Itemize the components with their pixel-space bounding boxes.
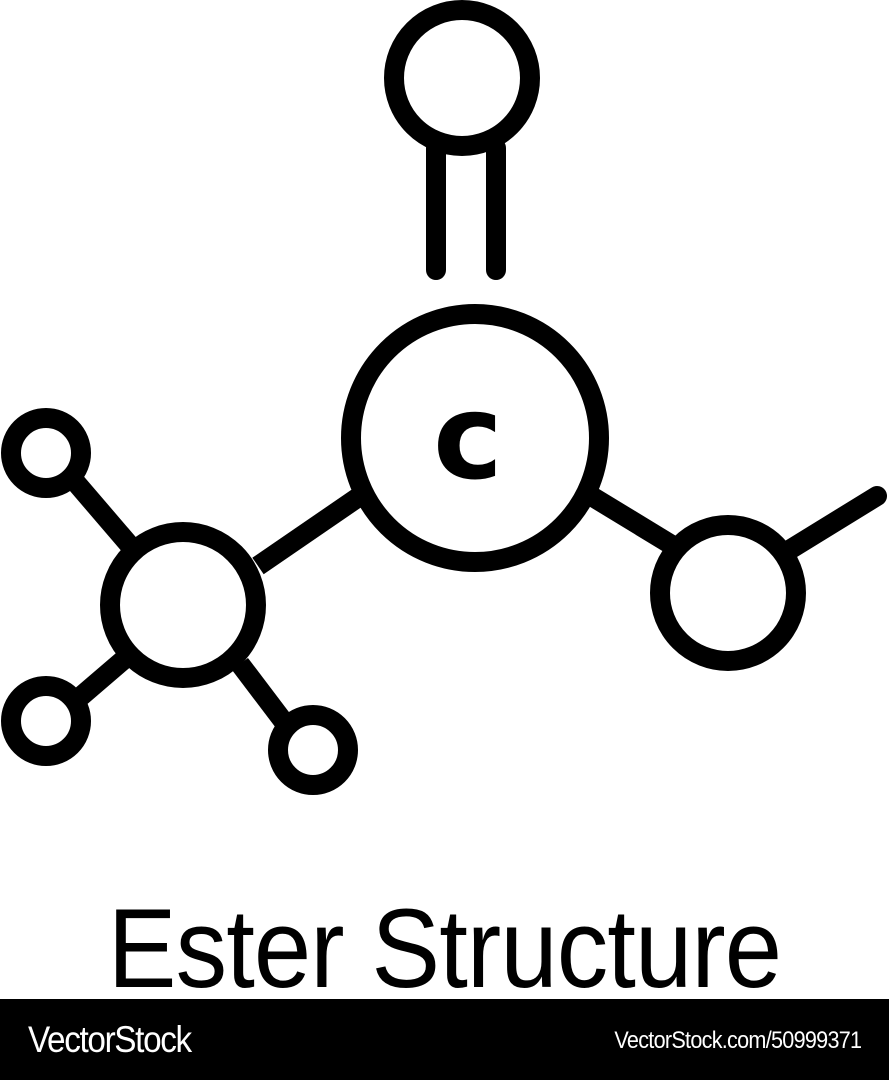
hydrogen-atom-2 — [1, 676, 91, 766]
methyl-carbon-atom — [100, 522, 266, 688]
carbonyl-oxygen-atom — [384, 0, 540, 156]
bond-carbonyl-to-ester-oxygen — [582, 485, 686, 559]
bond-methyl-to-h1 — [64, 471, 140, 555]
diagram-title: Ester Structure — [107, 886, 782, 1011]
bond-carbonyl-to-methyl — [252, 487, 366, 575]
hydrogen-atom-3 — [268, 705, 358, 795]
bond-ester-oxygen-tail — [776, 486, 887, 562]
image-url: VectorStock.com/50999371 — [614, 1027, 862, 1054]
hydrogen-atom-1 — [1, 408, 91, 498]
footer-bar: VectorStock VectorStock.com/50999371 — [0, 999, 889, 1080]
ester-oxygen-atom — [650, 515, 806, 671]
carbon-label: c — [433, 368, 503, 506]
brand-logo: VectorStock — [28, 1019, 192, 1060]
carbonyl-carbon-atom — [341, 304, 609, 572]
ester-structure-diagram: c — [1, 0, 887, 795]
